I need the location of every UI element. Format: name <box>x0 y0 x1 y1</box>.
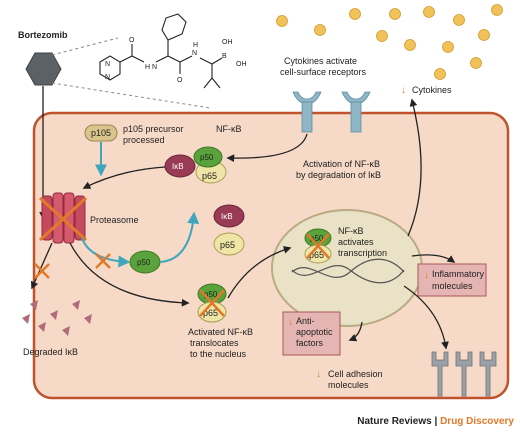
bortezomib-label: Bortezomib <box>18 30 68 40</box>
footer-credit: Nature Reviews | Drug Discovery <box>357 416 514 427</box>
bortezomib-hexagon-icon <box>25 52 62 86</box>
cytokine-balls <box>276 4 503 80</box>
receptor-right <box>341 91 371 133</box>
proteasome-to-activated-arrow <box>69 242 190 307</box>
nfkb-complex-title: NF-κB <box>216 124 242 134</box>
to-cytokines-arrow <box>407 98 422 237</box>
anti-apoptotic-box <box>282 311 341 356</box>
p50-activated-label: p50 <box>204 290 218 299</box>
inflammatory-label: Inflammatory molecules <box>432 269 487 291</box>
p50-to-ikb-arrow <box>159 211 200 263</box>
bortezomib-structure: N N O H N O N H B OH OH <box>99 13 247 89</box>
ikb-complex-shape <box>164 154 196 178</box>
p65-free-shape <box>213 232 245 256</box>
p65-complex-label: p65 <box>202 171 217 181</box>
cytokines-label: Cytokines <box>412 85 452 95</box>
zoom-line-top <box>51 37 119 56</box>
activated-translocates-label: Activated NF-κB translocates to the nucl… <box>188 327 256 359</box>
inflammatory-box <box>417 263 487 297</box>
p50-nucleus-label: p50 <box>310 234 324 243</box>
to-inflammatory-arrow <box>411 254 456 263</box>
p50-complex-label: p50 <box>200 153 214 162</box>
svg-text:OH: OH <box>236 61 247 68</box>
svg-text:N: N <box>105 74 110 81</box>
p50-free-label: p50 <box>137 258 151 267</box>
p50-complex-shape <box>193 146 223 168</box>
ikb-free-shape <box>213 204 245 228</box>
nfkb-activates-label: NF-κB activates transcription <box>338 226 387 258</box>
p105-box <box>84 124 118 142</box>
anti-apoptotic-down-arrow-icon: ↓ <box>288 317 293 328</box>
degraded-ikb-label: Degraded IκB <box>23 347 78 357</box>
p65-free-label: p65 <box>220 240 235 250</box>
complex-to-proteasome-arrow <box>82 166 166 189</box>
ikb-free-label: IκB <box>221 212 233 221</box>
svg-text:OH: OH <box>222 39 233 46</box>
ikb-complex-label: IκB <box>172 162 184 171</box>
degradation-cross-icon <box>34 263 50 279</box>
p65-activated-label: p65 <box>203 308 218 318</box>
receptor-activation-arrow <box>226 133 308 163</box>
proteasome-to-degraded-arrow <box>30 242 53 290</box>
cytokines-down-arrow-icon: ↓ <box>401 85 406 96</box>
svg-text:N: N <box>105 61 110 68</box>
cell-adhesion-label: Cell adhesion molecules <box>328 369 385 390</box>
activated-nfkb-cross-icon <box>199 289 225 317</box>
inflammatory-down-arrow-icon: ↓ <box>424 270 429 281</box>
to-anti-apoptotic-arrow <box>348 321 363 342</box>
dna-helix <box>291 258 405 284</box>
footer-journal: Drug Discovery <box>440 416 514 427</box>
p65-nucleus-label: p65 <box>309 250 324 260</box>
cell-adhesion-down-arrow-icon: ↓ <box>316 369 321 380</box>
to-cell-adhesion-arrow <box>403 285 449 350</box>
receptor-left <box>292 91 322 133</box>
svg-text:O: O <box>129 37 135 44</box>
anti-apoptotic-label: Anti- apoptotic factors <box>296 316 335 348</box>
p105-label: p105 <box>91 128 111 138</box>
footer-separator: | <box>431 416 441 427</box>
p50-inhibit-cross-icon <box>95 253 111 269</box>
cytokines-activate-label: Cytokines activate cell-surface receptor… <box>280 56 367 77</box>
p105-processed-label: p105 precursor processed <box>123 124 186 145</box>
degraded-ikb-fragments <box>22 300 92 336</box>
zoom-line-bottom <box>51 82 211 109</box>
nucleus-nfkb-cross-icon <box>306 233 330 259</box>
to-nucleus-arrow <box>227 246 292 299</box>
activation-label: Activation of NF-κB by degradation of Iκ… <box>296 159 383 180</box>
svg-text:O: O <box>177 77 183 84</box>
svg-text:H: H <box>193 42 198 49</box>
proteasome-label: Proteasome <box>90 215 139 225</box>
adhesion-molecules-icon <box>431 351 497 397</box>
footer-publisher: Nature Reviews <box>357 416 432 427</box>
svg-text:H N: H N <box>145 64 157 71</box>
svg-text:B: B <box>222 53 227 60</box>
svg-text:N: N <box>192 50 197 57</box>
proteasome-icon <box>38 192 88 244</box>
